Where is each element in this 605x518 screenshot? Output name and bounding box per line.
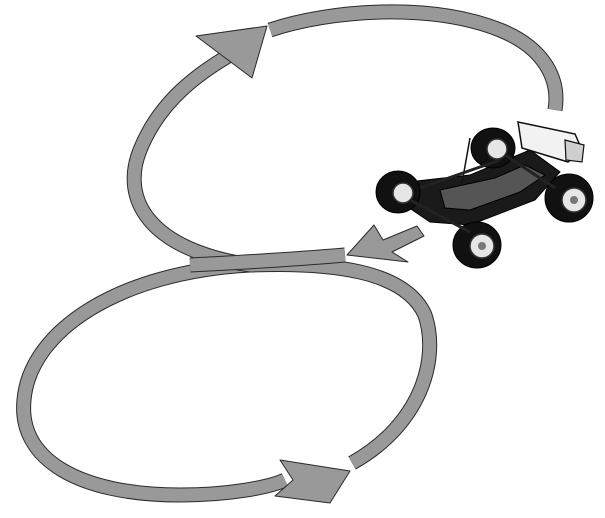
arrow-head-middle [346,224,425,263]
top-arc-path-outline [267,4,564,112]
chassis-top [439,164,546,211]
top-arc-path [267,5,563,112]
antenna [461,137,471,184]
wheel-rear-right [544,173,594,223]
suspension-front [409,198,471,234]
lower-loop-path [17,257,437,502]
suspension-rear [504,153,556,190]
suspension-mid [419,158,501,190]
crossing-path [189,248,346,272]
wheel-rear-left [470,127,516,169]
upper-loop-path [127,46,251,272]
lower-loop-path-outline [16,256,438,503]
wheel-front-left [375,170,421,214]
arrow-head-top [195,25,268,79]
rear-wing-end [564,139,585,163]
wheel-front-right [452,221,502,269]
rc-buggy-icon [375,121,594,269]
arrow-head-bottom [274,459,351,504]
figure-eight-track [16,4,564,504]
